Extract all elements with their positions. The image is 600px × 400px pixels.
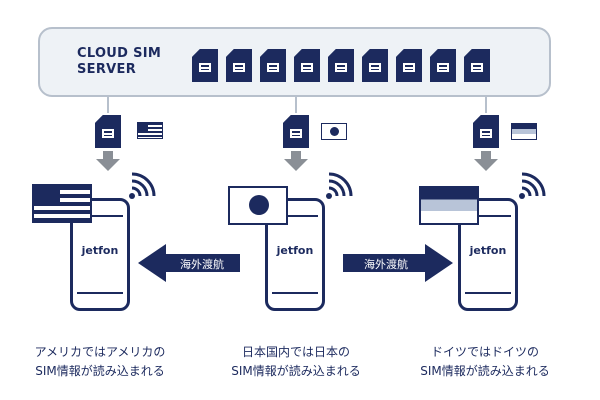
sim-card-icon <box>294 49 320 82</box>
caption-line1: ドイツではドイツの <box>430 345 539 359</box>
sim-card-icon <box>430 49 456 82</box>
phone-brand: jetfon <box>81 244 119 257</box>
usa-flag-icon <box>32 184 92 223</box>
caption-line2: SIM情報が読み込まれる <box>420 364 550 378</box>
caption-japan: 日本国内では日本の SIM情報が読み込まれる <box>196 343 396 381</box>
travel-arrow-right <box>343 244 453 282</box>
sim-card-icon <box>328 49 354 82</box>
caption-line2: SIM情報が読み込まれる <box>35 364 165 378</box>
sim-card-icon <box>473 115 499 148</box>
wifi-signal-icon <box>326 172 353 199</box>
caption-usa: アメリカではアメリカの SIM情報が読み込まれる <box>0 343 200 381</box>
travel-arrow-left <box>138 244 240 282</box>
travel-label-right: 海外渡航 <box>364 258 408 271</box>
caption-line1: 日本国内では日本の <box>241 345 350 359</box>
server-label-line1: CLOUD SIM <box>77 46 162 61</box>
arrow-down-icon <box>96 151 120 171</box>
sim-card-icon <box>283 115 309 148</box>
sim-card-icon <box>464 49 490 82</box>
sim-card-icon <box>192 49 218 82</box>
wifi-signal-icon <box>519 172 546 199</box>
sim-card-icon <box>260 49 286 82</box>
server-label-line2: SERVER <box>77 62 137 77</box>
sim-card-icon <box>362 49 388 82</box>
sim-card-icon <box>396 49 422 82</box>
server-label: CLOUD SIM SERVER <box>77 46 161 78</box>
japan-flag-icon <box>321 123 347 140</box>
arrow-down-icon <box>474 151 498 171</box>
sim-card-icon <box>95 115 121 148</box>
arrow-down-icon <box>284 151 308 171</box>
germany-flag-icon <box>511 123 537 140</box>
phone-brand: jetfon <box>276 244 314 257</box>
japan-flag-icon <box>228 186 288 225</box>
caption-line2: SIM情報が読み込まれる <box>231 364 361 378</box>
caption-germany: ドイツではドイツの SIM情報が読み込まれる <box>385 343 585 381</box>
germany-flag-icon <box>419 186 479 225</box>
phone-brand: jetfon <box>469 244 507 257</box>
sim-card-icon <box>226 49 252 82</box>
caption-line1: アメリカではアメリカの <box>34 345 166 359</box>
wifi-signal-icon <box>129 172 156 199</box>
usa-flag-icon <box>137 122 163 139</box>
travel-label-left: 海外渡航 <box>180 258 224 271</box>
